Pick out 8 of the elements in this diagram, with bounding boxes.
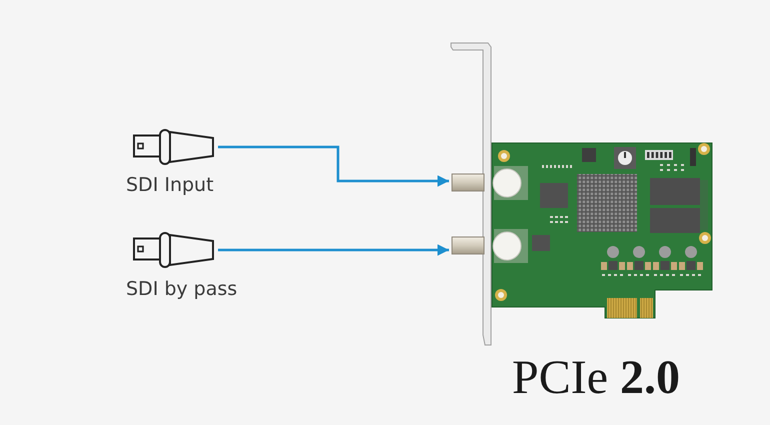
card-caption: PCIe 2.0 xyxy=(512,354,680,402)
bnc-connector-icon xyxy=(133,232,215,268)
connector-label: SDI by pass xyxy=(126,278,238,301)
pcie-card-illustration xyxy=(450,40,715,348)
arrow xyxy=(218,244,449,256)
connector-label: SDI Input xyxy=(126,174,214,197)
bnc-connector-icon xyxy=(133,129,215,165)
arrow xyxy=(218,146,449,187)
